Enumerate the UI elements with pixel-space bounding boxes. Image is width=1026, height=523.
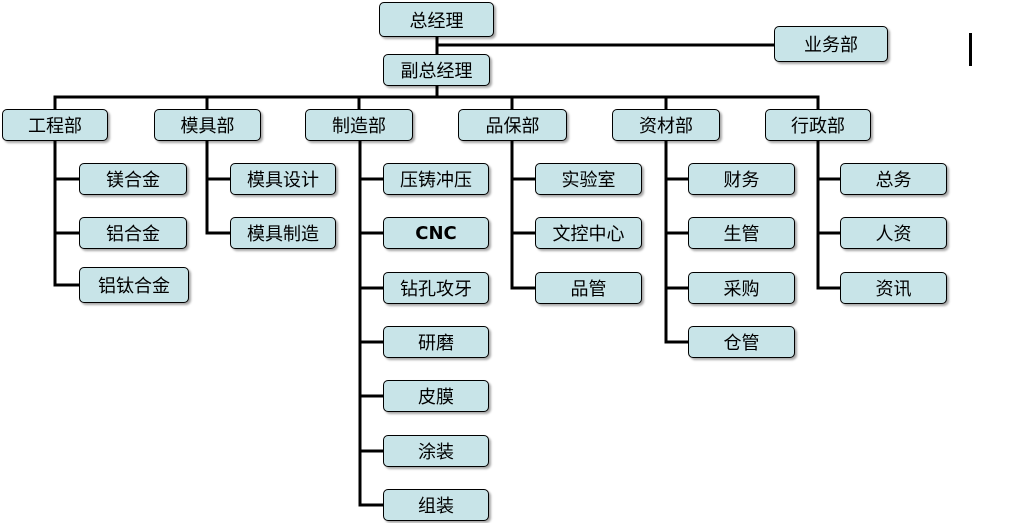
node-sub-document-control: 文控中心: [535, 217, 642, 249]
node-sub-die-casting-stamping: 压铸冲压: [383, 163, 489, 195]
node-sub-drilling-tapping: 钻孔攻牙: [383, 272, 489, 304]
node-sub-assembly: 组装: [383, 489, 489, 521]
node-sub-finance: 财务: [688, 163, 795, 195]
node-sub-production-control: 生管: [688, 217, 795, 249]
node-sub-magnesium-alloy: 镁合金: [79, 163, 187, 195]
node-sub-aluminum-alloy: 铝合金: [79, 217, 187, 249]
node-sub-film-coating: 皮膜: [383, 380, 489, 412]
node-dept-quality: 品保部: [458, 109, 567, 141]
node-sub-grinding: 研磨: [383, 326, 489, 358]
text-cursor: [969, 33, 972, 66]
node-dept-engineering: 工程部: [2, 109, 108, 141]
node-sub-purchasing: 采购: [688, 272, 795, 304]
node-dept-materials: 资材部: [612, 109, 720, 141]
node-sub-quality-control: 品管: [535, 272, 642, 304]
node-dept-mold: 模具部: [154, 109, 261, 141]
node-sub-laboratory: 实验室: [535, 163, 642, 195]
node-sub-general-affairs: 总务: [840, 163, 947, 195]
node-business-dept: 业务部: [774, 26, 888, 62]
node-deputy-general-manager: 副总经理: [383, 54, 490, 86]
node-sub-information: 资讯: [840, 272, 947, 304]
node-dept-administration: 行政部: [765, 109, 871, 141]
node-sub-aluminum-titanium-alloy: 铝钛合金: [79, 267, 189, 303]
node-dept-manufacturing: 制造部: [305, 109, 413, 141]
node-sub-mold-making: 模具制造: [230, 217, 336, 249]
node-sub-mold-design: 模具设计: [230, 163, 336, 195]
node-sub-human-resources: 人资: [840, 217, 947, 249]
node-sub-cnc: CNC: [383, 217, 489, 249]
node-general-manager: 总经理: [379, 2, 494, 37]
node-sub-warehouse: 仓管: [688, 326, 795, 358]
node-sub-painting: 涂装: [383, 435, 489, 467]
